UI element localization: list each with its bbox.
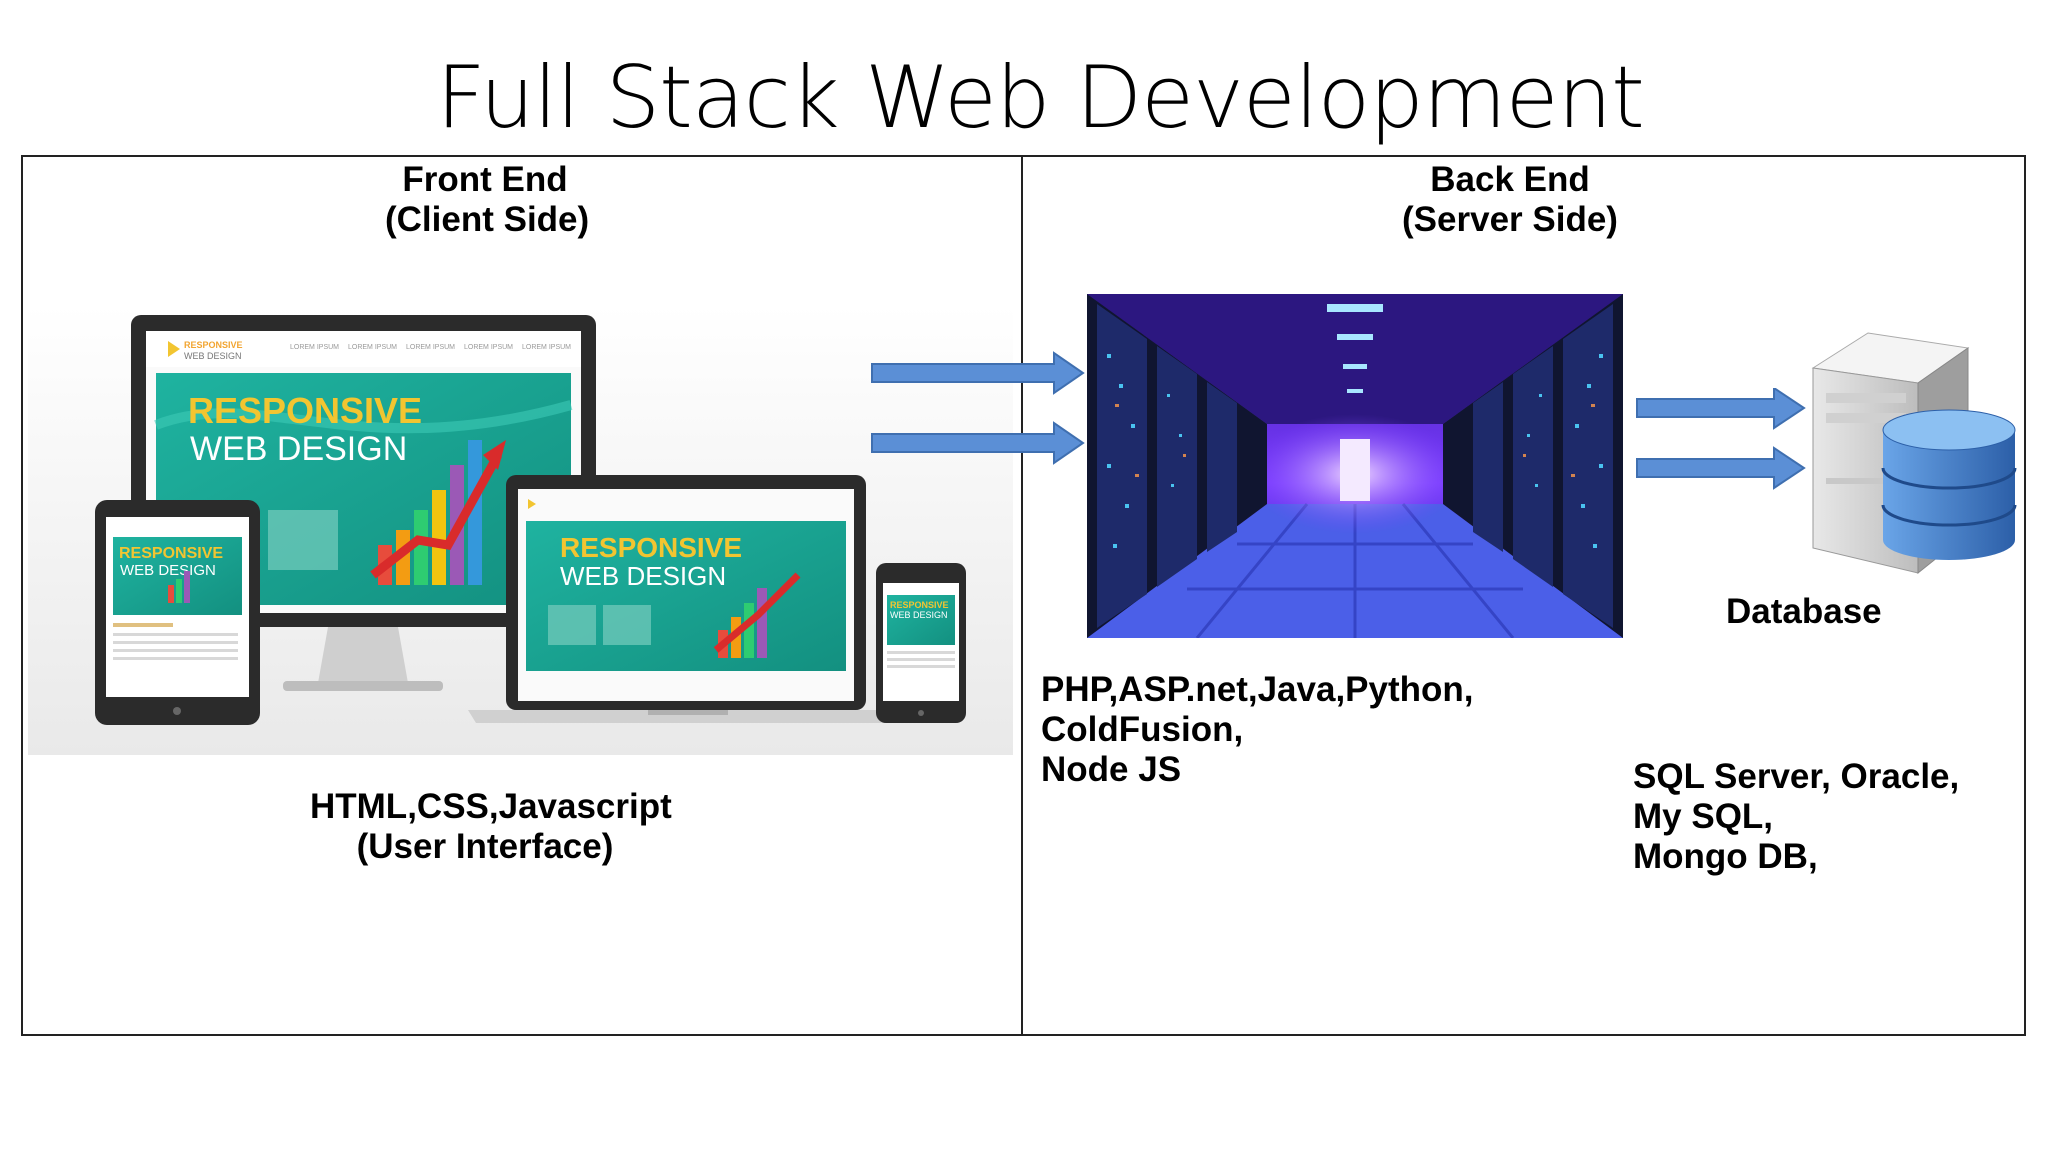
database-label: Database [1726, 592, 1882, 631]
desktop-nav-item: LOREM IPSUM [348, 344, 397, 351]
desktop-logo-text: RESPONSIVE [184, 340, 243, 350]
phone-icon: RESPONSIVE WEB DESIGN [876, 563, 966, 723]
arrow-right-icon [1636, 446, 1806, 490]
arrow-right-icon [1636, 388, 1806, 430]
responsive-devices-image: RESPONSIVE WEB DESIGN LOREM IPSUM LOREM … [28, 305, 1013, 755]
front-end-tech-note: (User Interface) [356, 827, 614, 866]
database-tech-line: SQL Server, Oracle, [1633, 757, 1960, 796]
back-end-tech-line: Node JS [1041, 750, 1182, 789]
diagram-frame [21, 155, 2026, 1036]
laptop-icon: RESPONSIVE WEB DESIGN [468, 475, 908, 723]
back-end-subtitle: (Server Side) [1402, 200, 1618, 239]
arrow-right-icon [871, 351, 1085, 395]
desktop-nav-item: LOREM IPSUM [522, 344, 571, 351]
desktop-nav-item: LOREM IPSUM [464, 344, 513, 351]
arrow-right-icon [871, 421, 1085, 465]
front-end-tech: HTML,CSS,Javascript (User Interface) [310, 787, 672, 867]
laptop-subheadline: WEB DESIGN [560, 561, 726, 591]
database-tech-line: My SQL, [1633, 797, 1774, 836]
database-tech: SQL Server, Oracle, My SQL, Mongo DB, [1633, 757, 1959, 877]
slide-title: Full Stack Web Development [436, 48, 1645, 148]
desktop-nav-item: LOREM IPSUM [406, 344, 455, 351]
back-end-title: Back End [1430, 160, 1590, 199]
front-end-heading: Front End (Client Side) [385, 160, 590, 240]
back-end-tech-line: PHP,ASP.net,Java,Python, [1041, 670, 1474, 709]
database-tech-line: Mongo DB, [1633, 837, 1818, 876]
desktop-nav-item: LOREM IPSUM [290, 344, 339, 351]
back-end-heading: Back End (Server Side) [1400, 160, 1620, 240]
server-to-database-arrows [1636, 388, 1806, 490]
desktop-subheadline: WEB DESIGN [190, 430, 407, 468]
server-room-image [1087, 294, 1623, 638]
tablet-headline: RESPONSIVE [119, 545, 223, 562]
client-to-server-arrows [871, 351, 1085, 465]
phone-headline: RESPONSIVE [890, 600, 949, 610]
tablet-subheadline: WEB DESIGN [120, 562, 216, 579]
front-end-subtitle: (Client Side) [385, 200, 590, 239]
desktop-headline: RESPONSIVE [188, 390, 422, 431]
back-end-tech-line: ColdFusion, [1041, 710, 1244, 749]
tablet-icon: RESPONSIVE WEB DESIGN [95, 500, 260, 725]
front-end-title: Front End [402, 160, 568, 199]
laptop-headline: RESPONSIVE [560, 532, 742, 563]
column-divider [1021, 155, 1023, 1036]
desktop-logo-text-2: WEB DESIGN [184, 351, 242, 361]
database-server-icon [1811, 332, 2017, 575]
front-end-tech-list: HTML,CSS,Javascript [310, 787, 672, 826]
phone-subheadline: WEB DESIGN [890, 610, 948, 620]
back-end-tech: PHP,ASP.net,Java,Python, ColdFusion, Nod… [1041, 670, 1474, 790]
